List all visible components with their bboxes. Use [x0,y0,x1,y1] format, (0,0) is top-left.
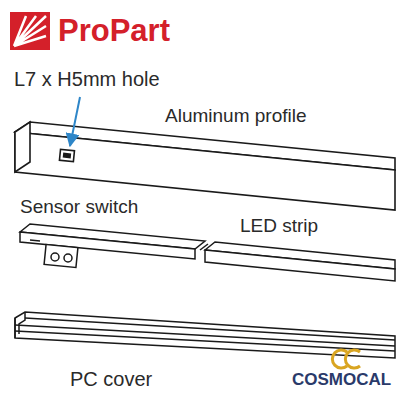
part-name: Sensor switch [20,197,138,218]
leader-arrow [70,97,80,146]
sensor-switch [20,224,205,268]
part-name: Aluminum profile [165,106,307,127]
led-strip [200,242,395,281]
brand-icon [10,12,50,50]
part-name: PC cover [70,368,152,390]
dimension-label: L7 x H5mm hole [14,68,160,90]
brand-logo: ProPart [58,14,170,48]
part-name: LED strip [240,216,318,237]
watermark: COSMOCAL [292,371,391,390]
brand-icon [332,350,360,368]
